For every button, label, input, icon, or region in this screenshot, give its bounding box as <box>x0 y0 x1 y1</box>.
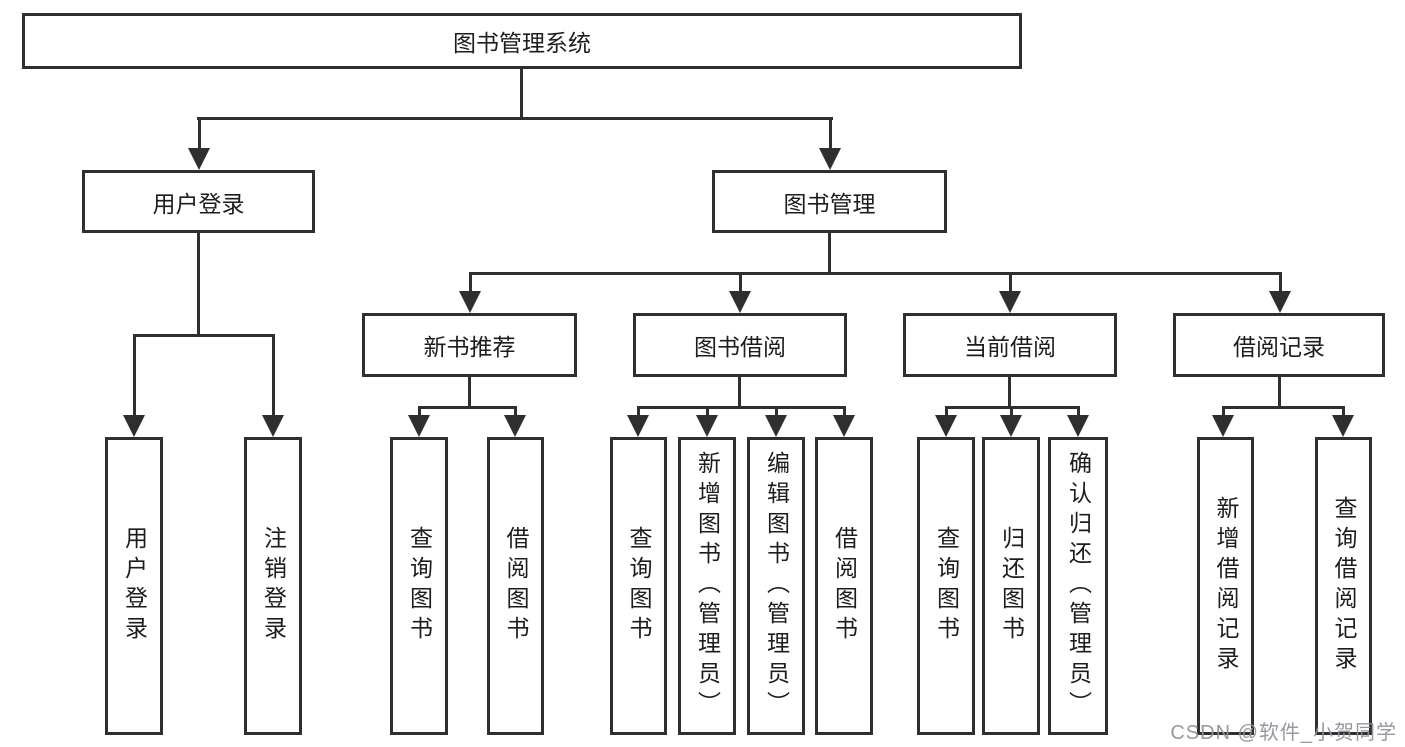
arrow-down-icon <box>1000 415 1022 437</box>
node-new-book-recommend: 新书推荐 <box>362 313 577 377</box>
arrow-down-icon <box>1067 415 1089 437</box>
node-borrow-records: 借阅记录 <box>1173 313 1385 377</box>
watermark: CSDN @软件_小贺同学 <box>1170 722 1397 744</box>
leaf-return-book: 归还图书 <box>982 437 1040 735</box>
connector-line <box>468 377 471 409</box>
arrow-down-icon <box>262 415 284 437</box>
connector-line <box>133 334 136 425</box>
arrow-down-icon <box>729 291 751 313</box>
connector-line <box>418 406 516 409</box>
connector-line <box>198 117 201 158</box>
arrow-down-icon <box>1269 291 1291 313</box>
connector-line <box>1278 377 1281 409</box>
connector-line <box>197 117 833 120</box>
connector-line <box>828 233 831 275</box>
connector-line <box>1279 272 1282 300</box>
leaf-borrow-books-borrow: 借阅图书 <box>815 437 873 735</box>
arrow-down-icon <box>123 415 145 437</box>
connector-line <box>738 377 741 409</box>
arrow-down-icon <box>408 415 430 437</box>
leaf-query-books-current: 查询图书 <box>917 437 975 735</box>
arrow-down-icon <box>1332 415 1354 437</box>
connector-line <box>829 117 832 158</box>
arrow-down-icon <box>999 291 1021 313</box>
node-user-login: 用户登录 <box>82 170 315 233</box>
arrow-down-icon <box>765 415 787 437</box>
connector-line <box>637 406 845 409</box>
leaf-edit-book-admin: 编辑图书（管理员） <box>747 437 805 735</box>
node-root: 图书管理系统 <box>22 13 1022 69</box>
node-current-borrow: 当前借阅 <box>903 313 1117 377</box>
node-book-management: 图书管理 <box>712 170 947 233</box>
leaf-borrow-books-recommend: 借阅图书 <box>487 437 544 735</box>
connector-line <box>469 272 472 300</box>
arrow-down-icon <box>188 148 210 170</box>
connector-line <box>1222 406 1344 409</box>
arrow-down-icon <box>1212 415 1234 437</box>
arrow-down-icon <box>935 415 957 437</box>
connector-line <box>1008 377 1011 409</box>
connector-line <box>520 69 523 120</box>
leaf-query-books-borrow: 查询图书 <box>610 437 667 735</box>
arrow-down-icon <box>696 415 718 437</box>
leaf-add-borrow-record: 新增借阅记录 <box>1197 437 1254 735</box>
leaf-query-borrow-record: 查询借阅记录 <box>1315 437 1372 735</box>
connector-line <box>1009 272 1012 300</box>
leaf-query-books-recommend: 查询图书 <box>390 437 448 735</box>
leaf-user-login: 用户登录 <box>105 437 163 735</box>
arrow-down-icon <box>459 291 481 313</box>
connector-line <box>469 272 1281 275</box>
connector-line <box>133 334 274 337</box>
node-book-borrow: 图书借阅 <box>633 313 847 377</box>
leaf-confirm-return-admin: 确认归还（管理员） <box>1048 437 1108 735</box>
arrow-down-icon <box>833 415 855 437</box>
connector-line <box>739 272 742 300</box>
leaf-logout: 注销登录 <box>244 437 302 735</box>
connector-line <box>272 334 275 425</box>
leaf-add-book-admin: 新增图书（管理员） <box>678 437 736 735</box>
arrow-down-icon <box>627 415 649 437</box>
arrow-down-icon <box>504 415 526 437</box>
connector-line <box>197 233 200 337</box>
arrow-down-icon <box>819 148 841 170</box>
